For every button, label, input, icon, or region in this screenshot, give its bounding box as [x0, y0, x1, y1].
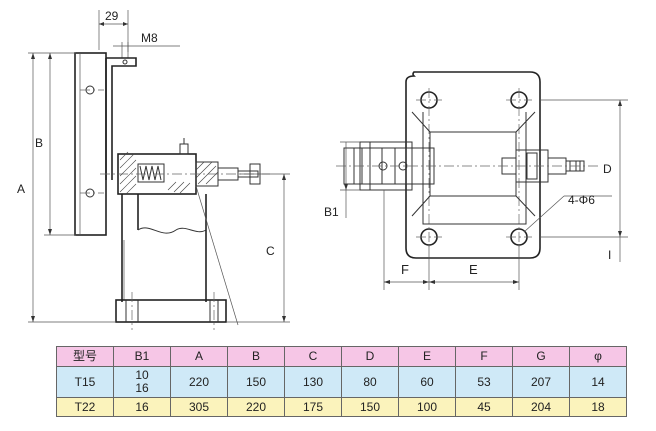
header-model: 型号: [56, 346, 114, 367]
table-header-row: 型号 B1 A B C D E F G φ: [56, 346, 627, 367]
cell-b1: 16: [113, 397, 171, 417]
cell-g: 207: [512, 366, 570, 398]
dim-c-label: C: [266, 244, 275, 258]
cell-a: 220: [170, 366, 228, 398]
side-view: 29 M8: [17, 9, 290, 330]
cell-model: T15: [56, 366, 114, 398]
table-row: T22 16 305 220 175 150 100 45 204 18: [56, 397, 627, 417]
cell-c: 130: [284, 366, 342, 398]
cell-c: 175: [284, 397, 342, 417]
header-c: C: [284, 346, 342, 367]
dim-i-label: I: [608, 248, 611, 262]
cell-g: 204: [512, 397, 570, 417]
cell-d: 150: [341, 397, 399, 417]
dim-a-label: A: [17, 182, 25, 196]
cell-d: 80: [341, 366, 399, 398]
dim-m8-label: M8: [141, 31, 158, 45]
dim-b1-label: B1: [324, 205, 339, 219]
cell-b1-top: 10: [135, 368, 149, 382]
cell-f: 45: [455, 397, 513, 417]
dim-29-label: 29: [105, 9, 119, 23]
header-e: E: [398, 346, 456, 367]
cell-e: 60: [398, 366, 456, 398]
cell-f: 53: [455, 366, 513, 398]
header-b1: B1: [113, 346, 171, 367]
dim-holes-label: 4-Φ6: [568, 193, 595, 207]
header-f: F: [455, 346, 513, 367]
front-view: B1 D I 4-Φ6 F E: [324, 71, 628, 290]
header-d: D: [341, 346, 399, 367]
header-phi: φ: [569, 346, 627, 367]
dim-e-label: E: [469, 262, 478, 277]
dim-b-label: B: [35, 136, 43, 150]
dim-f-label: F: [401, 262, 409, 277]
header-a: A: [170, 346, 228, 367]
cell-b1-bottom: 16: [135, 381, 149, 395]
cell-a: 305: [170, 397, 228, 417]
header-b: B: [227, 346, 285, 367]
cell-e: 100: [398, 397, 456, 417]
cell-phi: 14: [569, 366, 627, 398]
technical-drawing: 29 M8: [17, 9, 628, 330]
cell-phi: 18: [569, 397, 627, 417]
dim-d-label: D: [603, 162, 612, 176]
cell-model: T22: [56, 397, 114, 417]
header-g: G: [512, 346, 570, 367]
cell-b: 220: [227, 397, 285, 417]
cell-b: 150: [227, 366, 285, 398]
